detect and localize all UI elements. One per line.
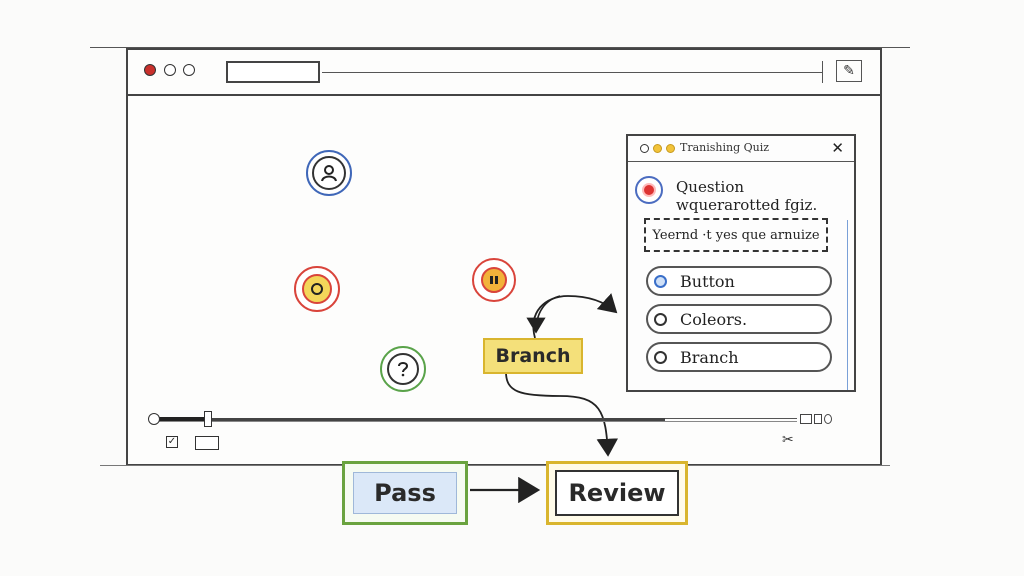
timeline-played bbox=[210, 418, 665, 421]
address-bar-end bbox=[822, 61, 823, 83]
quiz-option-3[interactable]: Branch bbox=[646, 342, 832, 372]
node-user[interactable] bbox=[306, 150, 352, 196]
record-icon bbox=[481, 267, 507, 293]
arrow-branch-to-quiz bbox=[532, 293, 618, 339]
branch-label[interactable]: Branch bbox=[483, 338, 583, 374]
review-label: Review bbox=[568, 479, 666, 507]
node-question[interactable] bbox=[380, 346, 426, 392]
quiz-panel: Tranishing Quiz ✕ Question wquerarotted … bbox=[626, 134, 856, 392]
review-node-inner bbox=[555, 470, 679, 516]
address-bar[interactable] bbox=[226, 61, 320, 83]
arrow-curve-to-branch bbox=[526, 295, 561, 334]
node-decision[interactable] bbox=[472, 258, 516, 302]
quiz-option-label: Branch bbox=[680, 347, 739, 367]
quiz-title: Tranishing Quiz bbox=[680, 141, 770, 154]
quiz-dot-3[interactable] bbox=[666, 144, 675, 153]
quiz-prompt[interactable]: Yeernd ·t yes que arnuize bbox=[644, 218, 828, 252]
radio-selected[interactable] bbox=[654, 274, 667, 288]
timeline-control-a[interactable] bbox=[800, 414, 812, 424]
browser-titlebar: ✎ bbox=[128, 50, 880, 96]
pass-node-inner bbox=[353, 472, 457, 514]
user-icon bbox=[312, 156, 346, 190]
quiz-dot-1[interactable] bbox=[640, 144, 649, 153]
window-minimize-button[interactable] bbox=[164, 64, 176, 76]
review-node[interactable]: Review bbox=[546, 461, 688, 525]
timeline-control-b[interactable] bbox=[814, 414, 822, 424]
checkbox-icon[interactable]: ✓ bbox=[166, 436, 178, 448]
frame-bottom-line bbox=[100, 465, 890, 466]
timeline-progress bbox=[158, 417, 208, 421]
coin-icon bbox=[302, 274, 332, 304]
frame-top-line bbox=[90, 47, 910, 48]
quiz-option-label: Button bbox=[680, 271, 735, 291]
puzzle-icon[interactable]: ✎ bbox=[836, 60, 862, 82]
quiz-scrollbar[interactable] bbox=[847, 220, 848, 390]
quiz-option-1[interactable]: Button bbox=[646, 266, 832, 296]
arrow-branch-to-review bbox=[505, 371, 619, 457]
quiz-option-label: Coleors. bbox=[680, 309, 748, 329]
quiz-titlebar: Tranishing Quiz ✕ bbox=[628, 136, 854, 162]
quiz-option-2[interactable]: Coleors. bbox=[646, 304, 832, 334]
timeline-control-c[interactable] bbox=[824, 414, 832, 424]
quiz-question: Question wquerarotted fgiz. bbox=[676, 178, 818, 214]
window-close-button[interactable] bbox=[144, 64, 156, 76]
help-icon bbox=[387, 353, 419, 385]
address-bar-line bbox=[322, 72, 822, 73]
radio-unselected[interactable] bbox=[654, 350, 667, 364]
quiz-dot-2[interactable] bbox=[653, 144, 662, 153]
window-maximize-button[interactable] bbox=[183, 64, 195, 76]
radio-unselected[interactable] bbox=[654, 312, 667, 326]
scissors-icon[interactable]: ✂ bbox=[782, 432, 794, 448]
timeline-start-handle[interactable] bbox=[148, 413, 160, 425]
timeline-playhead[interactable] bbox=[204, 411, 212, 427]
node-start[interactable] bbox=[294, 266, 340, 312]
small-button[interactable] bbox=[195, 436, 219, 450]
quiz-avatar bbox=[635, 176, 663, 204]
pass-node[interactable]: Pass bbox=[342, 461, 468, 525]
pass-label: Pass bbox=[374, 479, 436, 507]
close-icon[interactable]: ✕ bbox=[831, 139, 844, 157]
